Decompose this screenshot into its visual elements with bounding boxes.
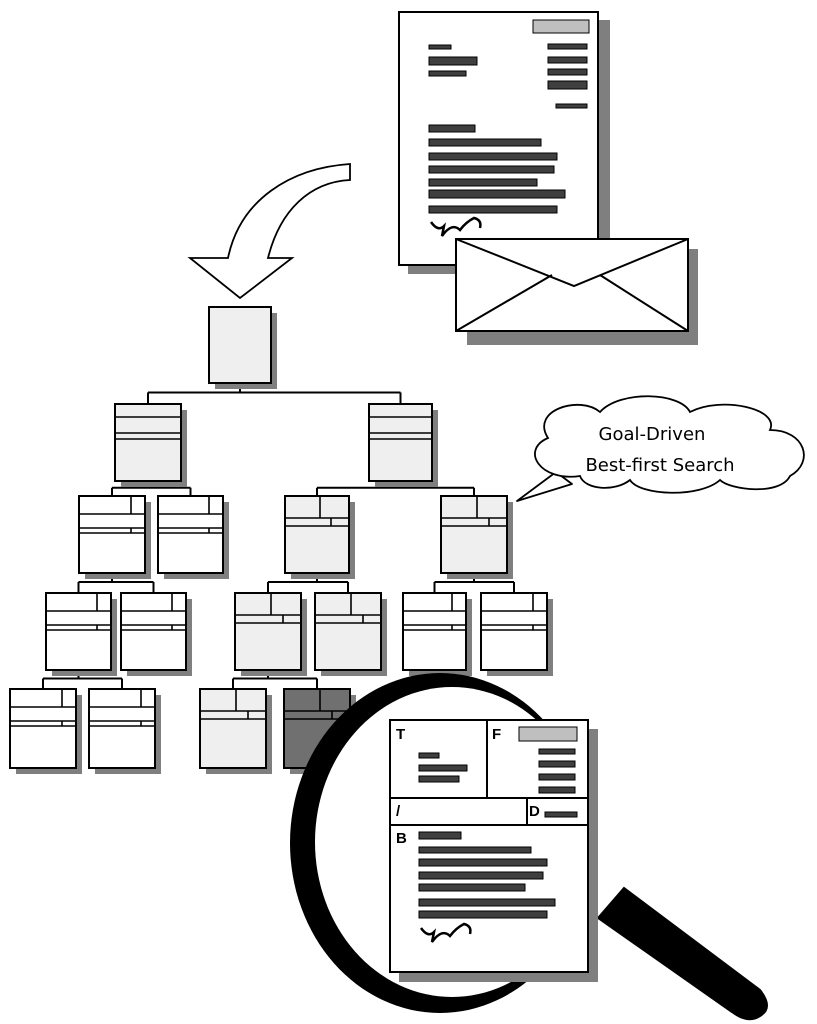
letter-signature bbox=[429, 216, 482, 237]
tree-node bbox=[368, 403, 438, 487]
tree-node bbox=[88, 688, 161, 774]
tree-node bbox=[234, 592, 307, 676]
envelope bbox=[455, 238, 698, 345]
region-label-title: T bbox=[396, 726, 405, 743]
region-label-date: D bbox=[529, 803, 540, 820]
letter-document bbox=[398, 11, 610, 274]
region-label-from: F bbox=[492, 726, 501, 743]
bubble-line-1: Goal-Driven bbox=[599, 424, 706, 445]
tree-node bbox=[9, 688, 82, 774]
region-label-date-separator: / bbox=[396, 803, 401, 820]
region-label-body: B bbox=[396, 830, 407, 847]
bubble-line-2: Best-first Search bbox=[585, 455, 734, 476]
magnified-document: T F / D B bbox=[389, 719, 598, 982]
tree-node bbox=[157, 495, 229, 579]
tree-node bbox=[78, 495, 151, 579]
tree-nodes bbox=[9, 306, 553, 774]
tree-node bbox=[120, 592, 192, 676]
tree-node bbox=[402, 592, 472, 676]
tree-node bbox=[284, 495, 355, 579]
magnified-signature bbox=[419, 922, 472, 943]
tree-node bbox=[199, 688, 272, 774]
magnified-header-box bbox=[518, 726, 578, 742]
thought-bubble: Goal-Driven Best-first Search bbox=[516, 395, 805, 502]
letter-header-box bbox=[532, 19, 590, 34]
curved-arrow bbox=[187, 163, 351, 300]
magnifier-handle bbox=[596, 886, 768, 1021]
tree-node bbox=[480, 592, 553, 676]
tree-node bbox=[440, 495, 513, 579]
tree-node bbox=[208, 306, 277, 389]
tree-node bbox=[45, 592, 117, 676]
tree-node bbox=[114, 403, 187, 487]
tree-node bbox=[314, 592, 387, 676]
magnifying-glass: T F / D B bbox=[290, 673, 768, 1021]
